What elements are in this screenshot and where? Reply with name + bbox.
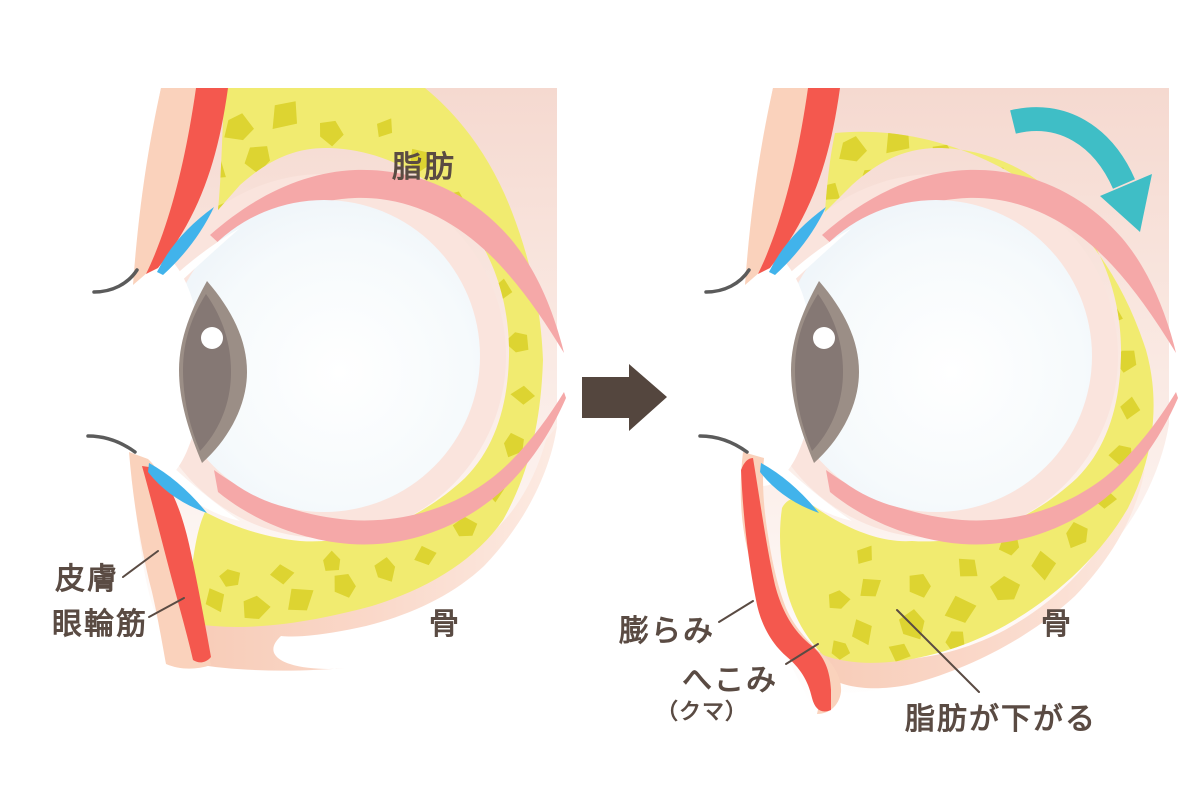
fat-lobule [888, 643, 911, 662]
hollow-leader-line [785, 643, 819, 665]
fat-descend-arrow-icon [1010, 107, 1152, 232]
lower-eyelash [698, 434, 749, 454]
lower-orbicularis-muscle [142, 466, 211, 663]
fat-lobule [1066, 522, 1088, 549]
label-hollow: へこみ [682, 663, 778, 698]
lower-tarsus-blue [148, 463, 207, 513]
skin-leader-line [122, 550, 159, 578]
fat-lobule [510, 385, 535, 405]
fat-descends-leader-line [896, 609, 980, 693]
fat-lobule [414, 545, 437, 566]
upper-orbicularis-muscle [146, 88, 228, 274]
upper-eyelid-skin [745, 88, 810, 285]
upper-eyelash [92, 268, 139, 294]
fat-lobule [323, 550, 341, 571]
label-skin: 皮膚 [55, 562, 119, 597]
upper-eyelash [704, 268, 751, 294]
upper-eyelid-skin [133, 88, 198, 285]
pupil-highlight [813, 327, 835, 349]
lower-orbicularis-muscle-sagged [741, 458, 831, 712]
fat-lobule [831, 640, 851, 660]
fat-lobule [270, 564, 295, 585]
pupil-highlight [201, 327, 223, 349]
fat-lobule [1120, 396, 1141, 420]
fat-lobule [1031, 550, 1057, 581]
muscle-leader-line [148, 597, 185, 618]
fat-lobule [990, 576, 1021, 601]
fat-lobule [852, 619, 872, 646]
right-panel: 膨らみ へこみ （クマ） 脂肪が下がる 骨 [619, 88, 1178, 737]
eyeball [168, 200, 480, 512]
lower-tarsus-blue [760, 463, 819, 513]
upper-lid-gap-highlight [170, 228, 240, 286]
upper-socket-lining [822, 169, 1176, 353]
fat-lobule [243, 595, 271, 619]
fat-lobule [504, 332, 529, 353]
upper-tarsus-blue [769, 207, 826, 275]
transition-arrow-icon [582, 364, 667, 431]
fat-lobule [377, 118, 393, 138]
label-bone-left: 骨 [429, 607, 461, 642]
fat-lobule [857, 545, 872, 564]
cornea-front [98, 250, 202, 486]
orbital-fat-pad-descended [780, 131, 1154, 663]
fat-lobule [909, 574, 931, 598]
bulge-leader-line [718, 600, 754, 623]
eyeball [780, 200, 1092, 512]
cornea-front [710, 250, 814, 486]
fat-lobule [374, 557, 396, 582]
fat-lobule [334, 574, 356, 598]
label-hollow-note: （クマ） [656, 700, 748, 725]
lower-lid-gap-highlight [170, 467, 240, 521]
upper-lid-gap-highlight [782, 228, 852, 286]
upper-tarsus-blue [157, 207, 214, 275]
fat-lobule [320, 120, 344, 147]
fat-lobule [219, 569, 241, 587]
fat-lobule [958, 558, 978, 577]
lower-socket-lining [214, 392, 566, 545]
left-panel: 脂肪 皮膚 眼輪筋 骨 [52, 88, 566, 671]
upper-orbicularis-muscle [758, 88, 840, 274]
upper-socket-lining [210, 169, 564, 353]
lower-socket-lining [826, 392, 1178, 545]
orbital-fat-pad [191, 88, 543, 627]
fat-lobule [224, 113, 254, 141]
lower-eyelash [86, 434, 137, 454]
fat-lobule [244, 146, 270, 174]
fat-lobule [839, 136, 867, 162]
fat-lobule [288, 588, 314, 611]
fat-lobule [205, 588, 225, 613]
label-fat: 脂肪 [392, 150, 456, 185]
label-bulge: 膨らみ [619, 614, 715, 649]
fat-lobule [410, 148, 432, 172]
label-fat-descends: 脂肪が下がる [905, 702, 1097, 737]
fat-lobule [504, 432, 524, 458]
label-bone-right: 骨 [1041, 607, 1073, 642]
lower-lid-gap-highlight [782, 467, 852, 521]
orbital-bone-shadow [819, 468, 1145, 689]
fat-lobule [860, 578, 881, 597]
fat-lobule [828, 590, 851, 609]
fat-lobule [944, 595, 977, 623]
fat-lobule [452, 516, 478, 537]
label-orbicularis: 眼輪筋 [52, 607, 148, 642]
fat-lobule [272, 101, 297, 129]
